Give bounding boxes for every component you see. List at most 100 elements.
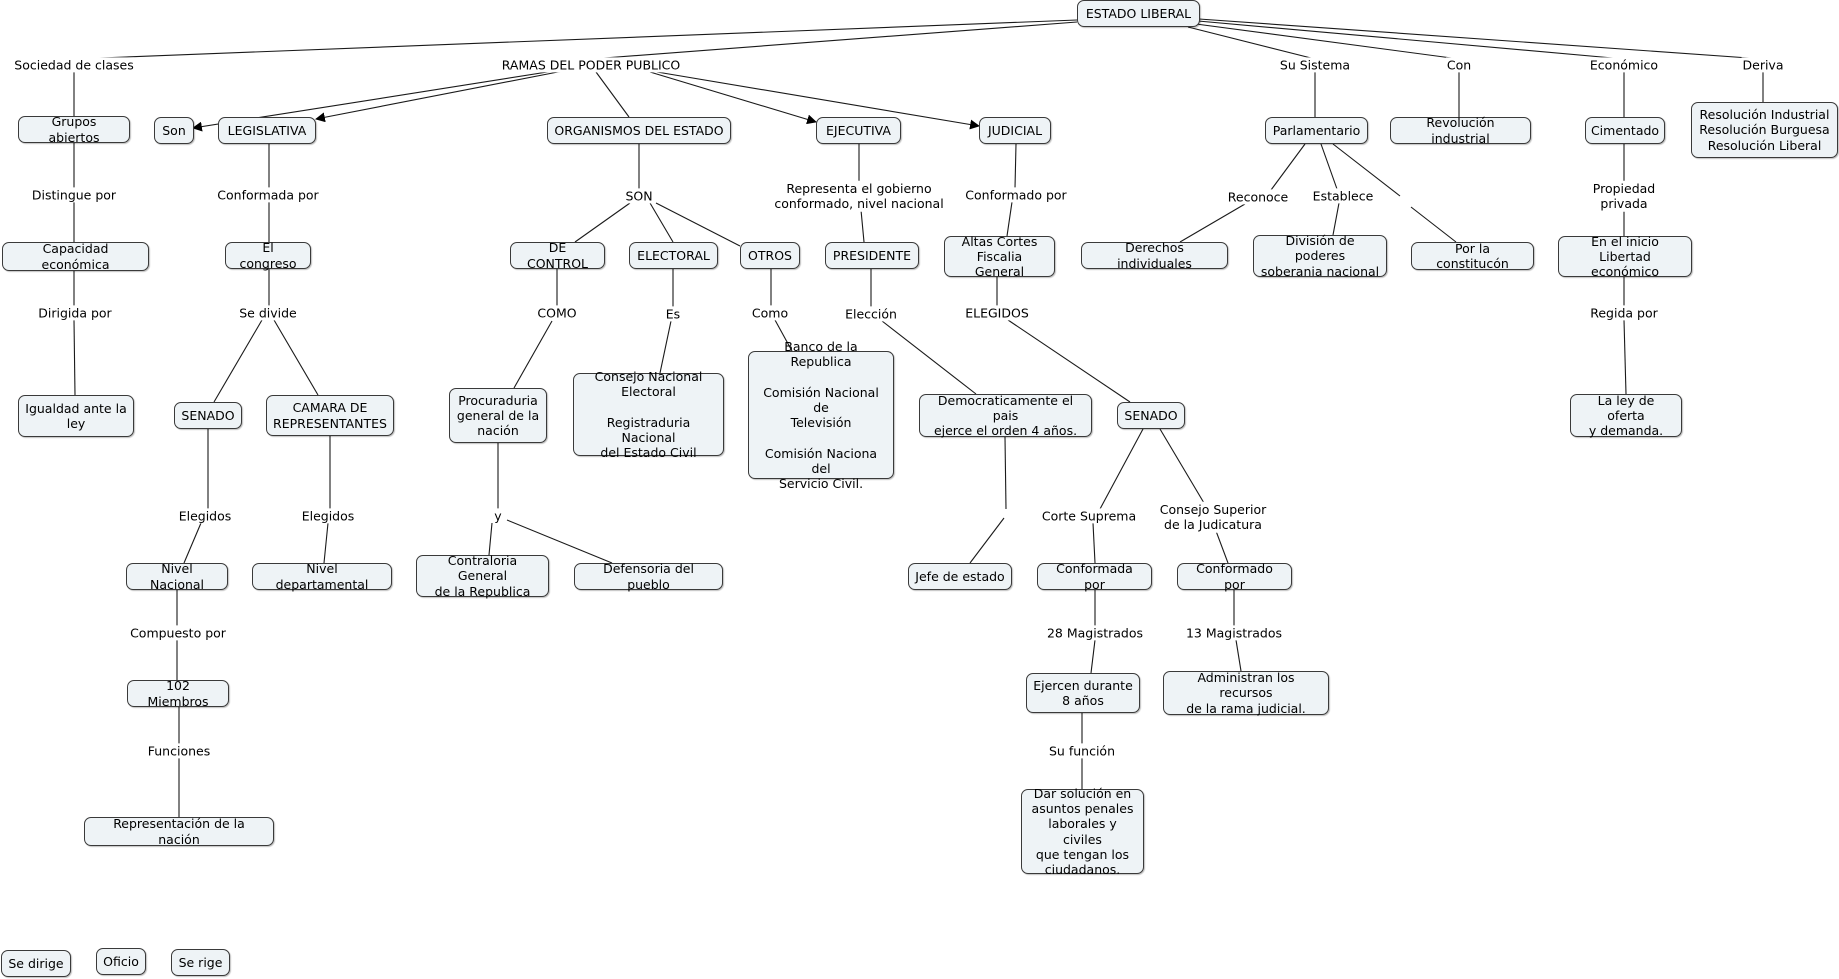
node-102-miembros[interactable]: 102 Miembros bbox=[127, 678, 229, 709]
node-conformada-por[interactable]: Conformada por bbox=[1037, 561, 1152, 592]
node-legislativa[interactable]: LEGISLATIVA bbox=[218, 117, 316, 144]
node-division-poderes[interactable]: División de poderes soberania nacional bbox=[1253, 233, 1387, 279]
node-administran-recursos[interactable]: Administran los recursos de la rama judi… bbox=[1163, 670, 1329, 716]
label-elegidos-camara: Elegidos bbox=[300, 508, 356, 524]
node-dar-solucion[interactable]: Dar solución en asuntos penales laborale… bbox=[1021, 786, 1144, 877]
connector-line bbox=[1159, 428, 1205, 504]
node-son[interactable]: Son bbox=[154, 117, 194, 144]
connector-line bbox=[213, 319, 263, 403]
connector-line bbox=[1179, 203, 1246, 243]
node-banco-republica[interactable]: Banco de la Republica Comisión Nacional … bbox=[748, 339, 894, 491]
node-jefe-estado[interactable]: Jefe de estado bbox=[908, 563, 1012, 590]
label-regida-por: Regida por bbox=[1589, 305, 1659, 321]
connector-line bbox=[1410, 206, 1457, 243]
node-ejecutiva[interactable]: EJECUTIVA bbox=[816, 117, 901, 144]
node-democraticamente[interactable]: Democraticamente el pais ejerce el orden… bbox=[919, 393, 1092, 438]
label-se-divide: Se divide bbox=[238, 305, 298, 321]
label-conformado-por-judicial: Conformado por bbox=[964, 187, 1068, 203]
node-camara-representantes[interactable]: CAMARA DE REPRESENTANTES bbox=[266, 395, 394, 436]
node-otros[interactable]: OTROS bbox=[740, 242, 800, 269]
connector-line bbox=[590, 21, 1078, 60]
node-nivel-departamental[interactable]: Nivel departamental bbox=[252, 561, 392, 592]
label-su-sistema: Su Sistema bbox=[1278, 57, 1352, 73]
connector-line bbox=[1092, 522, 1096, 564]
connector-line bbox=[860, 209, 865, 243]
connector-line bbox=[574, 202, 631, 243]
label-su-funcion: Su función bbox=[1048, 743, 1116, 759]
connector-line bbox=[73, 319, 76, 396]
node-capacidad-economica[interactable]: Capacidad económica bbox=[2, 241, 149, 272]
node-contraloria[interactable]: Contraloria General de la Republica bbox=[416, 553, 549, 599]
node-procuraduria[interactable]: Procuraduria general de la nación bbox=[449, 388, 547, 443]
node-resolucion[interactable]: Resolución Industrial Resolución Burgues… bbox=[1691, 102, 1838, 158]
connector-line bbox=[73, 19, 1078, 60]
connector-line bbox=[1332, 202, 1340, 236]
node-igualdad-ley[interactable]: Igualdad ante la ley bbox=[18, 395, 134, 437]
label-consejo-superior: Consejo Superior de la Judicatura bbox=[1158, 501, 1268, 533]
connector-line bbox=[273, 319, 319, 396]
label-distingue-por: Distingue por bbox=[30, 187, 118, 203]
label-compuesto-por: Compuesto por bbox=[129, 625, 227, 641]
label-funciones: Funciones bbox=[146, 743, 212, 759]
label-dirigida-por: Dirigida por bbox=[37, 305, 113, 321]
node-en-el-inicio[interactable]: En el inicio Libertad económico bbox=[1558, 234, 1692, 279]
node-parlamentario[interactable]: Parlamentario bbox=[1265, 117, 1368, 144]
connector-line bbox=[506, 519, 613, 564]
node-ejercen-8-anos[interactable]: Ejercen durante 8 años bbox=[1026, 673, 1140, 713]
node-por-la-constitucion[interactable]: Por la constitucón bbox=[1411, 241, 1534, 271]
node-representacion-nacion[interactable]: Representación de la nación bbox=[84, 816, 274, 847]
label-corte-suprema: Corte Suprema bbox=[1040, 508, 1138, 524]
connector-line bbox=[655, 202, 741, 247]
node-el-congreso[interactable]: El congreso bbox=[225, 240, 311, 271]
node-altas-cortes[interactable]: Altas Cortes Fiscalia General bbox=[944, 234, 1055, 279]
connector-line bbox=[1623, 319, 1627, 395]
connector-line bbox=[488, 522, 493, 556]
node-estado-liberal[interactable]: ESTADO LIBERAL bbox=[1077, 0, 1200, 27]
label-representa-gobierno: Representa el gobierno conformado, nivel… bbox=[773, 180, 945, 212]
label-establece: Establece bbox=[1311, 188, 1375, 204]
label-deriva: Deriva bbox=[1741, 57, 1785, 73]
node-electoral[interactable]: ELECTORAL bbox=[629, 242, 718, 269]
node-organismos-estado[interactable]: ORGANISMOS DEL ESTADO bbox=[547, 117, 731, 144]
node-conformado-por[interactable]: Conformado por bbox=[1177, 561, 1292, 592]
label-sociedad-clases: Sociedad de clases bbox=[13, 57, 135, 73]
node-se-rige[interactable]: Se rige bbox=[171, 949, 230, 976]
node-senado-legislativo[interactable]: SENADO bbox=[174, 402, 242, 429]
connector-line bbox=[1332, 143, 1401, 197]
node-senado-judicial[interactable]: SENADO bbox=[1117, 402, 1185, 429]
label-economico: Económico bbox=[1588, 57, 1660, 73]
label-13-magistrados: 13 Magistrados bbox=[1184, 625, 1284, 641]
node-ley-oferta-demanda[interactable]: La ley de oferta y demanda. bbox=[1570, 393, 1682, 438]
node-grupos-abiertos[interactable]: Grupos abiertos bbox=[18, 114, 130, 145]
node-nivel-nacional[interactable]: Nivel Nacional bbox=[126, 561, 228, 592]
node-cimentado[interactable]: Cimentado bbox=[1585, 117, 1665, 144]
node-de-control[interactable]: DE CONTROL bbox=[510, 240, 605, 271]
connector-line bbox=[183, 522, 202, 564]
node-consejo-electoral[interactable]: Consejo Nacional Electoral Registraduria… bbox=[573, 369, 724, 460]
connector-line bbox=[1187, 26, 1316, 60]
connector-line bbox=[1235, 639, 1242, 672]
label-como-otros: Como bbox=[750, 305, 790, 321]
node-derechos-individuales[interactable]: Derechos individuales bbox=[1081, 240, 1228, 271]
label-con: Con bbox=[1445, 57, 1473, 73]
node-revolucion-industrial[interactable]: Revolución industrial bbox=[1390, 115, 1531, 146]
node-judicial[interactable]: JUDICIAL bbox=[979, 117, 1051, 144]
node-oficio[interactable]: Oficio bbox=[96, 948, 146, 975]
connector-line bbox=[649, 202, 674, 243]
connector-line bbox=[1090, 639, 1096, 674]
label-son-organismos: SON bbox=[624, 188, 654, 204]
connector-line bbox=[969, 517, 1005, 564]
connector-line bbox=[656, 71, 980, 130]
connector-line bbox=[1270, 143, 1306, 191]
connector-line bbox=[513, 320, 553, 389]
node-presidente[interactable]: PRESIDENTE bbox=[825, 242, 919, 269]
node-defensoria[interactable]: Defensoria del pueblo bbox=[574, 561, 723, 592]
connector-line bbox=[659, 320, 672, 374]
connector-line bbox=[1198, 18, 1764, 60]
node-se-dirige[interactable]: Se dirige bbox=[1, 950, 71, 977]
label-conformada-por-legislativa: Conformada por bbox=[216, 187, 320, 203]
connector-line bbox=[1004, 436, 1007, 510]
label-reconoce: Reconoce bbox=[1226, 189, 1290, 205]
label-propiedad-privada: Propiedad privada bbox=[1591, 180, 1657, 212]
connector-line bbox=[1215, 530, 1229, 564]
